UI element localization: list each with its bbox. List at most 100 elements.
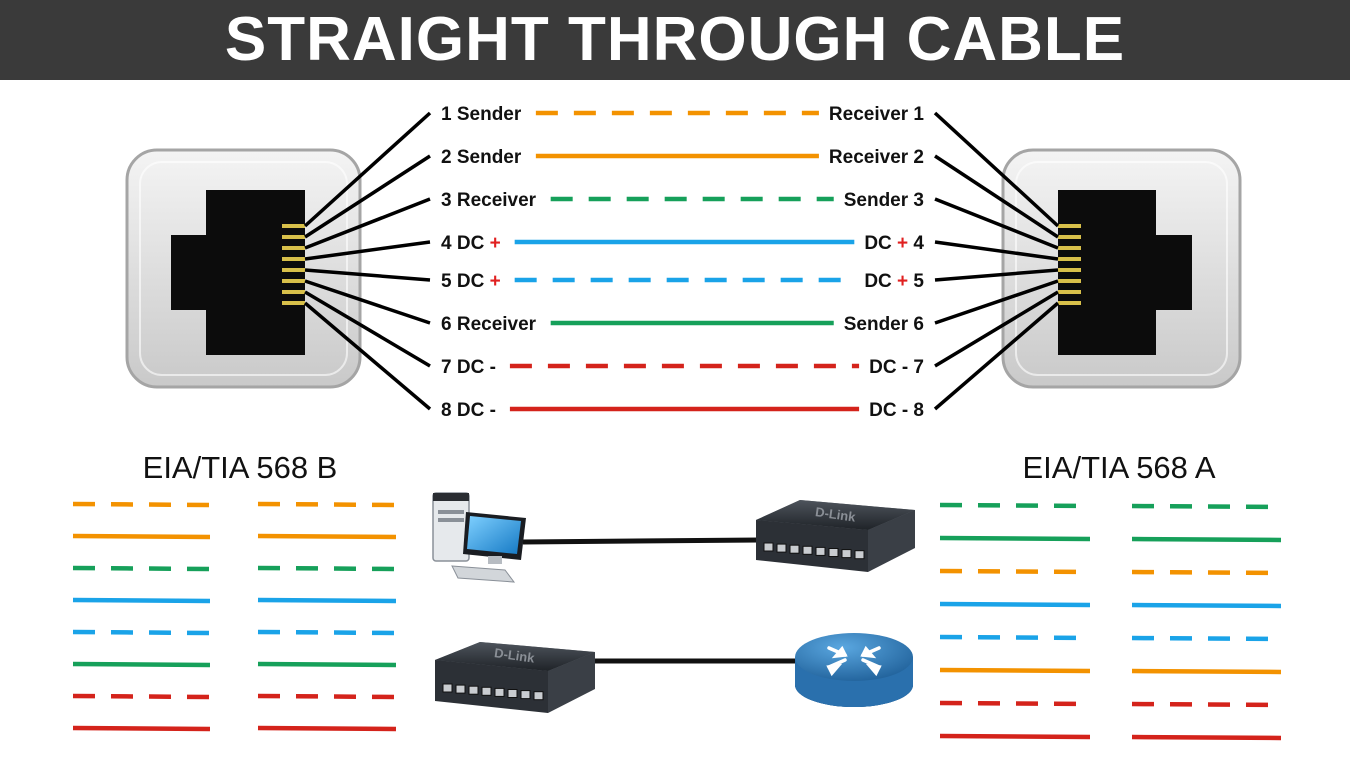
leader-line	[304, 240, 431, 261]
right-pin-label: Sender 3	[844, 190, 924, 211]
standard-wire	[257, 597, 397, 604]
pin-contact	[282, 301, 305, 305]
switch-port	[763, 542, 774, 552]
standard-wire	[1131, 503, 1282, 510]
switch-port	[841, 549, 852, 559]
standard-wire	[257, 533, 397, 540]
standard-wire	[257, 501, 397, 508]
computer-to-switch-cable	[522, 537, 761, 545]
standard-wire	[939, 601, 1091, 608]
pin-contact	[282, 290, 305, 294]
standard-wire	[1131, 536, 1282, 543]
left-rj45-jack	[125, 148, 362, 389]
pin-row: 7 DC - DC - 7	[441, 357, 924, 378]
pin-row: 5 DC + DC + 5	[441, 271, 924, 292]
switch-port	[533, 691, 544, 701]
switch-port	[481, 686, 492, 696]
standard-wire	[1131, 734, 1282, 741]
left-pin-label: 1 Sender	[441, 104, 522, 125]
router-icon	[795, 633, 913, 707]
standard-wire	[1131, 668, 1282, 675]
leader-line	[934, 154, 1059, 239]
network-switch-icon: D-Link	[756, 500, 915, 572]
standard-wire	[72, 597, 211, 604]
standard-wire	[72, 693, 211, 700]
left-pin-label: 8 DC -	[441, 400, 496, 421]
right-pin-label: Receiver 2	[829, 147, 924, 168]
standard-a-title: EIA/TIA 568 A	[1022, 450, 1215, 485]
pin-contact	[1058, 268, 1081, 272]
switch-port	[789, 544, 800, 554]
pin-row: 8 DC - DC - 8	[441, 400, 924, 421]
switch-port	[507, 689, 518, 698]
leader-line	[304, 290, 431, 368]
standard-wire	[939, 700, 1091, 707]
pin-row: 3 Receiver Sender 3	[441, 190, 924, 211]
standard-a-wires	[939, 502, 1282, 741]
standard-wire	[72, 501, 211, 508]
standard-wire	[939, 634, 1091, 641]
pin-contact	[1058, 279, 1081, 283]
left-pin-label: 6 Receiver	[441, 314, 537, 335]
leader-line	[934, 240, 1059, 261]
leader-line	[933, 301, 1060, 411]
standard-wire	[939, 733, 1091, 740]
pin-contact	[282, 235, 305, 239]
pin-contact	[1058, 235, 1081, 239]
leader-line	[934, 268, 1059, 282]
standard-wire	[72, 533, 211, 540]
standard-wire	[939, 568, 1091, 575]
switch-brand-label: D-Link	[493, 645, 536, 666]
pin-contact	[1058, 257, 1081, 261]
pin-contact	[1058, 224, 1081, 228]
leader-line	[303, 111, 432, 228]
leader-line	[934, 290, 1059, 368]
pin-contact	[282, 246, 305, 250]
standard-wire	[939, 535, 1091, 542]
switch-port	[802, 545, 813, 555]
title-bar	[0, 0, 1350, 80]
right-pin-label: DC + 5	[864, 271, 924, 292]
pin-contact	[282, 257, 305, 261]
standard-wire	[72, 629, 211, 636]
pin-row: 4 DC +DC + 4	[441, 233, 924, 254]
standard-wire	[1131, 569, 1282, 576]
standard-wire	[1131, 701, 1282, 708]
right-pin-label: DC + 4	[864, 233, 924, 254]
switch-port	[828, 548, 839, 557]
pin-row: 2 Sender Receiver 2	[441, 147, 924, 168]
standard-wire	[257, 725, 397, 732]
standard-wire	[72, 661, 211, 668]
right-rj45-jack	[1001, 148, 1242, 389]
right-pin-label: DC - 7	[869, 357, 924, 378]
cable-diagram: 1 Sender Receiver 1 2 Sender Receiver 2 3 Re…	[72, 104, 1282, 741]
pin-contact	[282, 224, 305, 228]
pin-contact	[282, 279, 305, 283]
network-switch-icon: D-Link	[435, 642, 595, 713]
switch-port	[854, 550, 865, 560]
left-pin-label: 5 DC +	[441, 271, 501, 292]
pin-contact	[1058, 246, 1081, 250]
left-pin-label: 7 DC -	[441, 357, 496, 378]
standard-wire	[257, 693, 397, 700]
standard-wire	[939, 502, 1091, 509]
page-title: STRAIGHT THROUGH CABLE	[224, 5, 1126, 74]
standard-wire	[1131, 635, 1282, 642]
pin-leader-lines	[303, 111, 1060, 411]
leader-line	[934, 279, 1059, 325]
standard-wire	[257, 629, 397, 636]
switch-port	[468, 685, 479, 695]
left-pin-label: 2 Sender	[441, 147, 522, 168]
right-pin-label: DC - 8	[869, 400, 924, 421]
left-pin-label: 3 Receiver	[441, 190, 537, 211]
leader-line	[304, 154, 431, 239]
switch-brand-label: D-Link	[814, 504, 857, 525]
switch-port	[442, 683, 453, 693]
switch-port	[776, 543, 787, 553]
pin-contact	[1058, 301, 1081, 305]
leader-line	[934, 197, 1059, 250]
standard-wire	[257, 661, 397, 668]
right-pin-label: Receiver 1	[829, 104, 925, 125]
standard-wire	[72, 725, 211, 732]
switch-port	[520, 690, 531, 700]
